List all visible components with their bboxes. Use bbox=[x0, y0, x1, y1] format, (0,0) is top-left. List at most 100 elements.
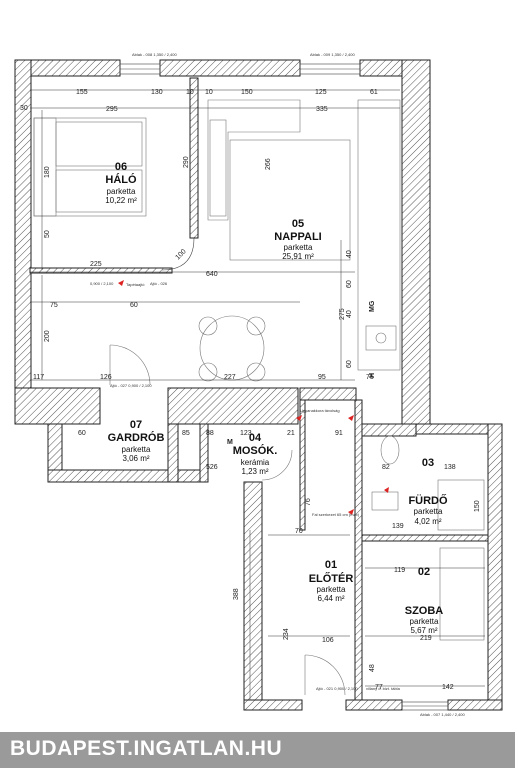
dim-label: 640 bbox=[206, 271, 218, 278]
room-label-furdo: 03 FÜRDŐ parketta 4,02 m² bbox=[408, 457, 448, 526]
svg-text:01: 01 bbox=[325, 559, 337, 571]
window-label: Ablak - 008 1,350 / 2,400 bbox=[132, 52, 177, 57]
room-label-mosok: 04 MOSÓK. kerámia 1,23 m² bbox=[233, 432, 278, 476]
dim-label: 227 bbox=[224, 374, 236, 381]
dim-label: 290 bbox=[183, 156, 190, 168]
svg-text:25,91 m²: 25,91 m² bbox=[282, 252, 314, 261]
walls bbox=[14, 59, 503, 711]
dim-label: 50 bbox=[44, 230, 51, 238]
dim-label: 150 bbox=[241, 89, 253, 96]
dim-label: 91 bbox=[335, 430, 343, 437]
dim-label: 150 bbox=[474, 500, 481, 512]
svg-text:parketta: parketta bbox=[122, 445, 151, 454]
svg-text:parketta: parketta bbox=[410, 617, 439, 626]
svg-text:5,67 m²: 5,67 m² bbox=[410, 626, 437, 635]
room-label-szoba: 02 SZOBA parketta 5,67 m² bbox=[405, 566, 444, 635]
dim-label: 138 bbox=[444, 464, 456, 471]
dim-label: 526 bbox=[206, 464, 218, 471]
svg-text:3,06 m²: 3,06 m² bbox=[122, 454, 149, 463]
dim-label: 100 bbox=[174, 248, 187, 261]
dim-label: 75 bbox=[50, 302, 58, 309]
dim-label: 335 bbox=[316, 106, 328, 113]
dim-label: 117 bbox=[33, 374, 44, 381]
dim-label: 40 bbox=[346, 310, 353, 318]
dim-label: 95 bbox=[318, 374, 326, 381]
dim-label: 275 bbox=[339, 308, 346, 320]
svg-text:05: 05 bbox=[292, 218, 304, 230]
svg-text:parketta: parketta bbox=[284, 243, 313, 252]
svg-text:03: 03 bbox=[422, 457, 434, 469]
dim-label: 76 bbox=[305, 498, 312, 506]
door-label: Ajtó - 026 bbox=[150, 281, 168, 286]
note-villany: villany ó. bizt. tábla bbox=[366, 686, 401, 691]
dim-label: 106 bbox=[322, 637, 334, 644]
marker-mg: MG bbox=[369, 300, 376, 312]
dim-label: 126 bbox=[100, 374, 112, 381]
svg-text:parketta: parketta bbox=[317, 585, 346, 594]
svg-text:10,22 m²: 10,22 m² bbox=[105, 196, 137, 205]
svg-text:02: 02 bbox=[418, 566, 430, 578]
svg-text:1,23 m²: 1,23 m² bbox=[241, 467, 268, 476]
window-label: Ablak - 009 1,350 / 2,400 bbox=[310, 52, 355, 57]
svg-text:HÁLÓ: HÁLÓ bbox=[105, 173, 137, 186]
svg-text:6,44 m²: 6,44 m² bbox=[317, 594, 344, 603]
dim-label: 60 bbox=[346, 280, 353, 288]
dim-label: 125 bbox=[315, 89, 327, 96]
dim-label: 60 bbox=[346, 360, 353, 368]
dim-label: 119 bbox=[394, 567, 405, 574]
svg-text:ELŐTÉR: ELŐTÉR bbox=[309, 572, 354, 585]
room-label-halo: 06 HÁLÓ parketta 10,22 m² bbox=[105, 161, 137, 205]
dim-label: 70 bbox=[295, 528, 303, 535]
dim-label: 21 bbox=[287, 430, 295, 437]
windows bbox=[119, 63, 449, 711]
dim-label: 40 bbox=[346, 250, 353, 258]
svg-text:NAPPALI: NAPPALI bbox=[274, 231, 321, 243]
dim-label: 60 bbox=[78, 430, 86, 437]
room-label-eloter: 01 ELŐTÉR parketta 6,44 m² bbox=[309, 559, 354, 603]
svg-text:06: 06 bbox=[115, 161, 127, 173]
dim-label: 30 bbox=[20, 105, 28, 112]
door-label: 0,900 / 2,100 bbox=[90, 281, 114, 286]
dim-label: 85 bbox=[182, 430, 190, 437]
dimension-labels: 155 130 10 150 125 61 30 295 335 180 290… bbox=[20, 89, 481, 691]
dim-label: 180 bbox=[44, 166, 51, 178]
marker-m: M bbox=[227, 439, 233, 446]
dim-label: 61 bbox=[370, 89, 378, 96]
svg-text:FÜRDŐ: FÜRDŐ bbox=[408, 494, 448, 507]
dim-label: 77 bbox=[375, 684, 383, 691]
svg-text:07: 07 bbox=[130, 419, 142, 431]
dim-label: 139 bbox=[392, 523, 404, 530]
svg-text:MOSÓK.: MOSÓK. bbox=[233, 444, 278, 457]
dim-label: 130 bbox=[151, 89, 163, 96]
note-tapeta: Tapétaajtó bbox=[126, 282, 145, 287]
red-markers bbox=[118, 280, 389, 515]
dim-label: 82 bbox=[382, 464, 390, 471]
dim-label: 155 bbox=[76, 89, 88, 96]
dim-label: 225 bbox=[90, 261, 102, 268]
small-labels: Ablak - 008 1,350 / 2,400 Ablak - 009 1,… bbox=[90, 52, 465, 717]
dim-label: 10 bbox=[205, 89, 213, 96]
dim-label: 388 bbox=[233, 588, 240, 600]
svg-text:04: 04 bbox=[249, 432, 262, 444]
note-fal: Fal szerkezet 65 cm (max) bbox=[312, 512, 360, 517]
dim-label: 266 bbox=[265, 158, 272, 170]
dim-label: 219 bbox=[420, 635, 432, 642]
room-label-gardrob: 07 GARDRÓB parketta 3,06 m² bbox=[108, 419, 165, 463]
svg-text:GARDRÓB: GARDRÓB bbox=[108, 431, 165, 444]
door-label: Ajtó - 027 0,900 / 2,100 bbox=[110, 383, 152, 388]
site-logo: BUDAPEST.INGATLAN.HU bbox=[10, 737, 283, 760]
svg-text:SZOBA: SZOBA bbox=[405, 605, 444, 617]
door-label: Ajtó - 021 0,900 / 2,100 bbox=[316, 686, 358, 691]
footer-bar: BUDAPEST.INGATLAN.HU bbox=[0, 732, 515, 768]
curved-wall bbox=[161, 237, 195, 271]
dim-label: 295 bbox=[106, 106, 118, 113]
svg-text:parketta: parketta bbox=[414, 507, 443, 516]
svg-text:parketta: parketta bbox=[107, 187, 136, 196]
note-ugyanakkora: Ugyanakkora távolság bbox=[300, 408, 340, 413]
window-label: Ablak - 007 1,440 / 2,400 bbox=[420, 712, 465, 717]
svg-text:4,02 m²: 4,02 m² bbox=[414, 517, 441, 526]
dim-label: 234 bbox=[283, 628, 290, 640]
dim-label: 10 bbox=[186, 89, 194, 96]
dim-label: 200 bbox=[44, 330, 51, 342]
